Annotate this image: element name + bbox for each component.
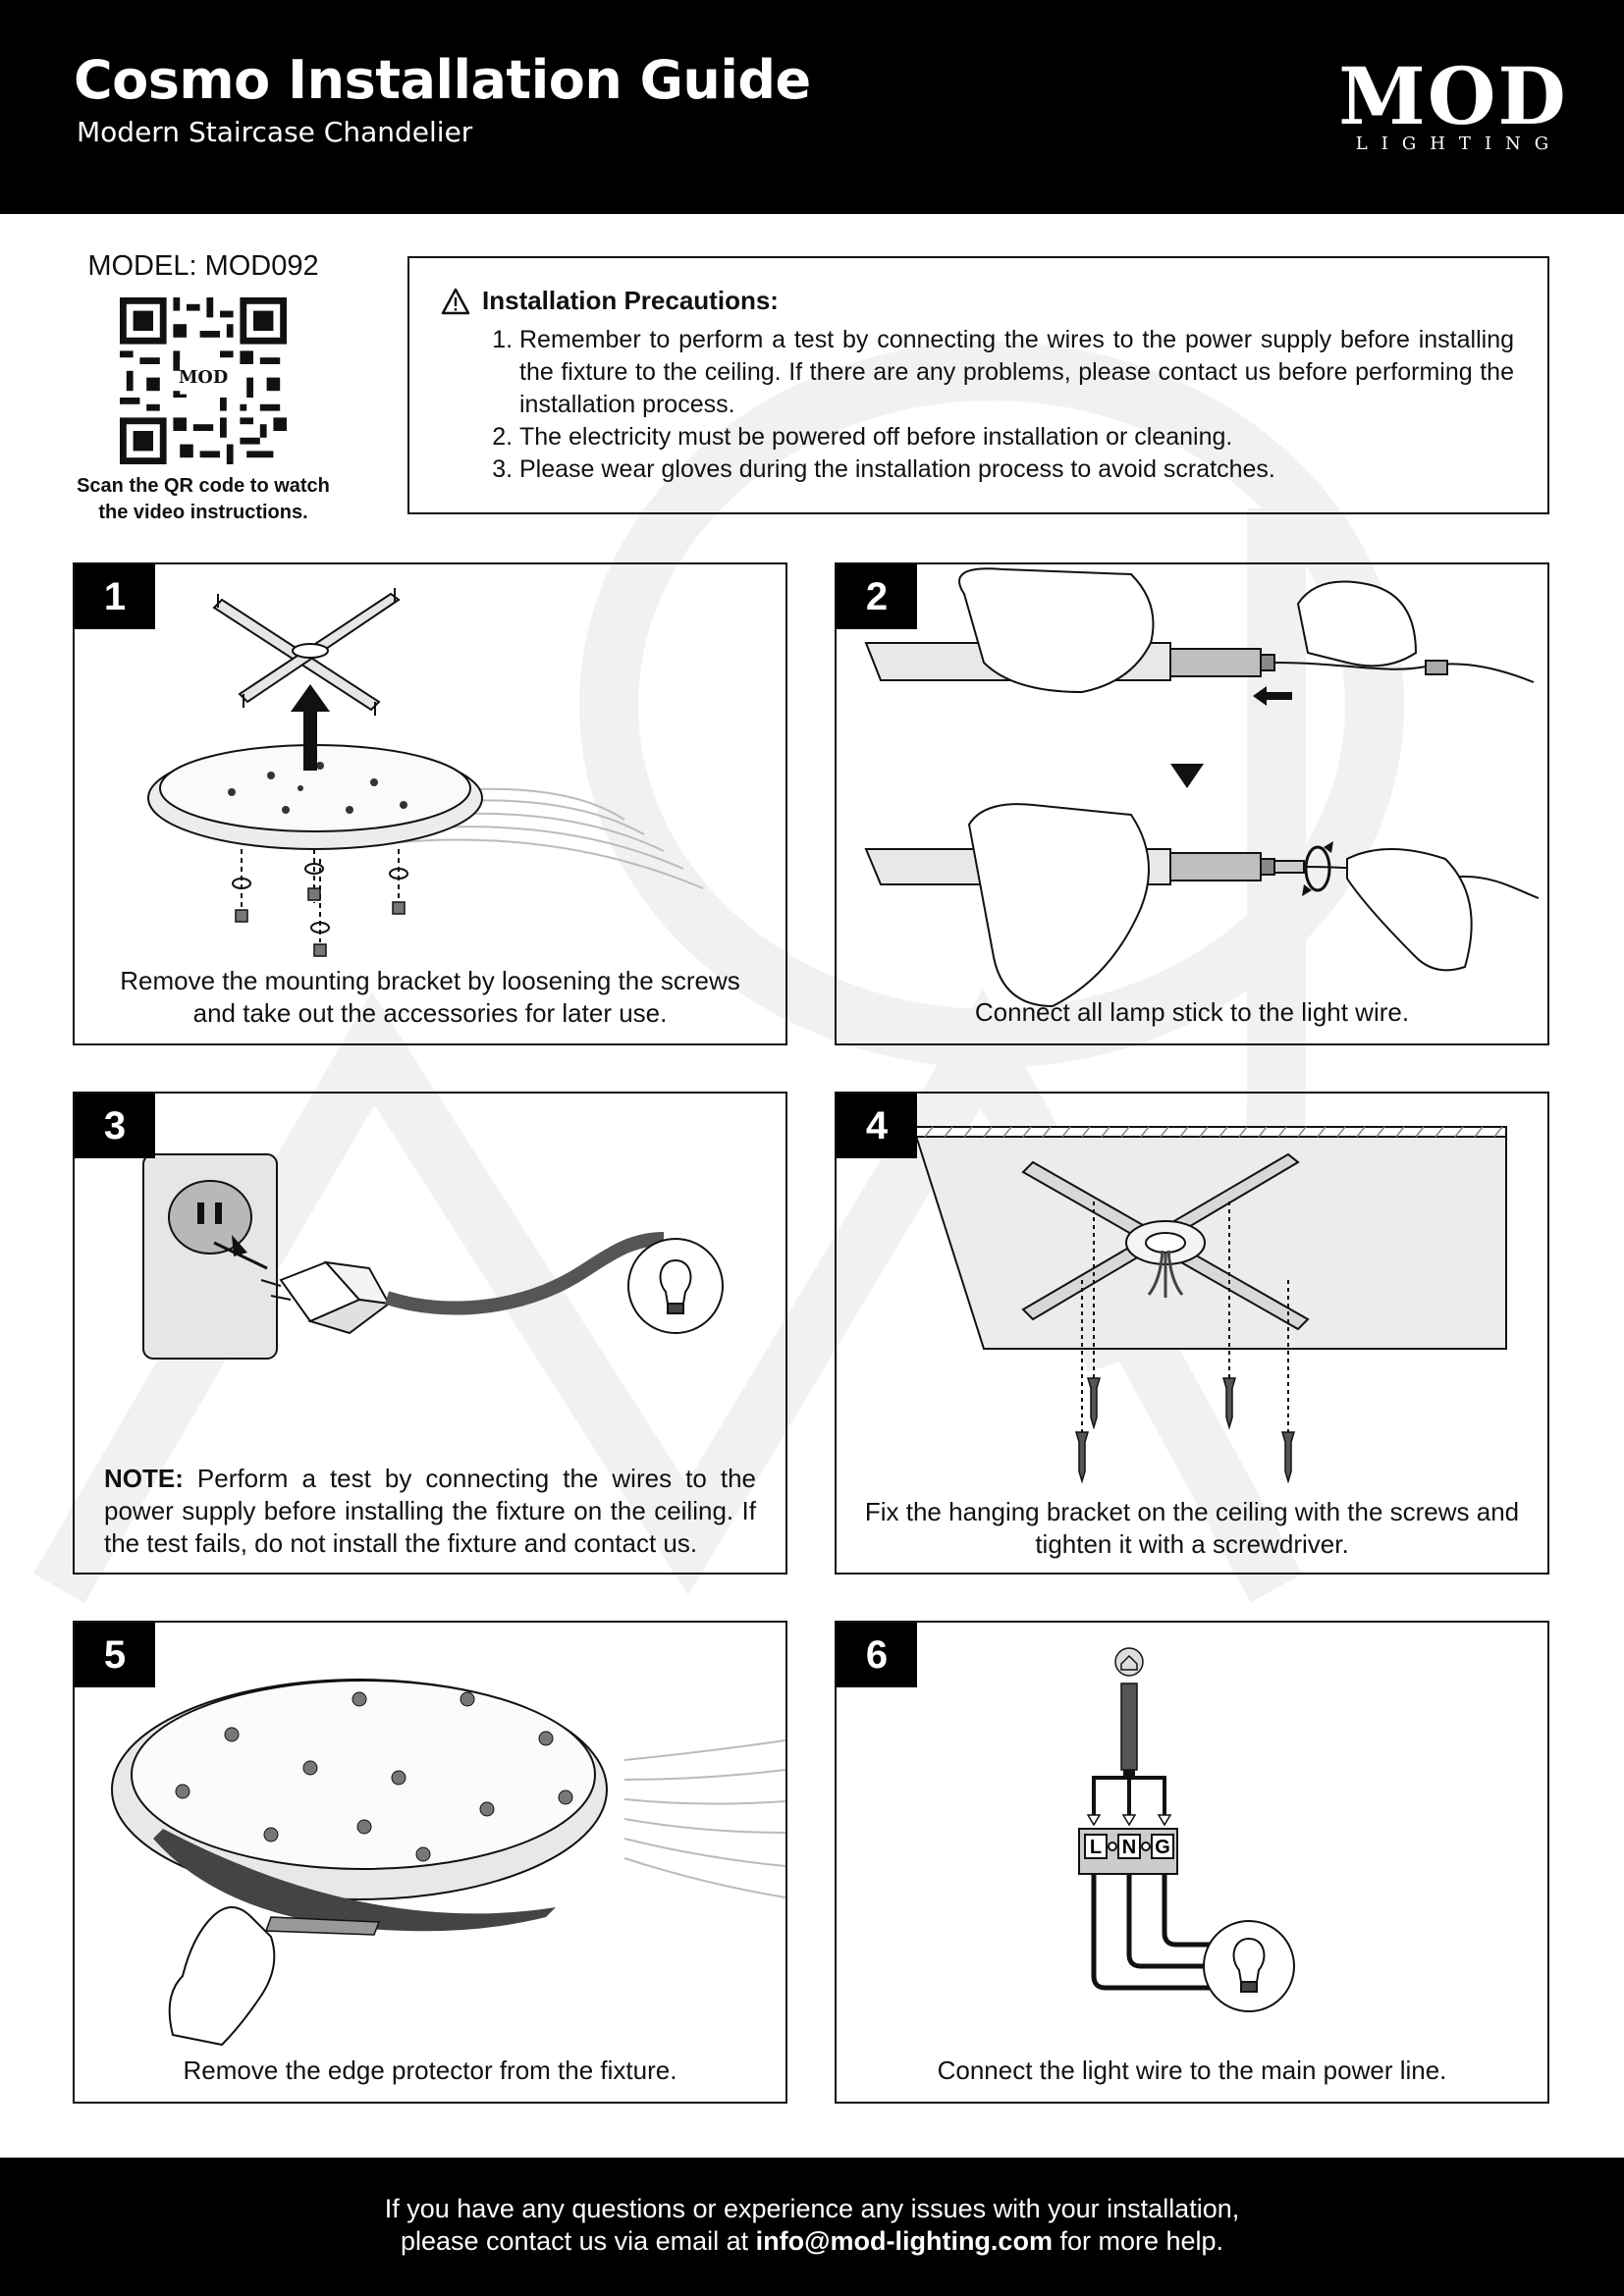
qr-caption-line-2: the video instructions. (51, 500, 355, 526)
lamp-stick-connection-illustration (837, 564, 1547, 1043)
precautions-heading: Installation Precautions: (441, 286, 1514, 316)
brand-logo: MOD LIGHTING (1335, 57, 1571, 154)
footer-line-2: please contact us via email at info@mod-… (0, 2225, 1624, 2258)
step-caption-line-2: and take out the accessories for later u… (92, 997, 768, 1030)
step-4-panel: 4 Fix the hanging bracket on the ceiling… (835, 1092, 1549, 1575)
step-number: 2 (837, 564, 917, 629)
page-subtitle: Modern Staircase Chandelier (77, 116, 472, 148)
step-3-panel: 3 NOTE: Perform a test by connecting the… (73, 1092, 787, 1575)
step-6-panel: L N G 6 Connect the light wire to the ma… (835, 1621, 1549, 2104)
step-number: 4 (837, 1094, 917, 1158)
footer-banner: If you have any questions or experience … (0, 2158, 1624, 2296)
edge-protector-illustration (75, 1623, 785, 2102)
step-number: 6 (837, 1623, 917, 1687)
step-caption-line-1: Fix the hanging bracket on the ceiling w… (854, 1496, 1530, 1528)
terminal-label-n: N (1122, 1837, 1136, 1858)
model-number: MODEL: MOD092 (61, 250, 346, 283)
footer-line-1: If you have any questions or experience … (0, 2193, 1624, 2225)
step-5-panel: 5 Remove the edge protector from the fix… (73, 1621, 787, 2104)
step-1-panel: 1 Remove the mounting bracket by looseni… (73, 562, 787, 1045)
support-email-link[interactable]: info@mod-lighting.com (756, 2226, 1053, 2256)
logo-wordmark: MOD (1335, 57, 1571, 135)
warning-icon (441, 288, 470, 315)
step-caption: Remove the edge protector from the fixtu… (92, 2055, 768, 2087)
step-caption-line-1: Remove the mounting bracket by loosening… (92, 965, 768, 997)
terminal-label-l: L (1090, 1837, 1102, 1858)
footer-line-2-suffix: for more help. (1053, 2226, 1223, 2256)
note-text: Perform a test by connecting the wires t… (104, 1464, 756, 1558)
house-icon (1115, 1648, 1143, 1676)
footer-line-2-prefix: please contact us via email at (401, 2226, 756, 2256)
precautions-title: Installation Precautions: (482, 286, 779, 316)
qr-code-icon[interactable]: MOD (120, 297, 287, 464)
logo-tagline: LIGHTING (1335, 133, 1571, 154)
step-number: 1 (75, 564, 155, 629)
header-banner: Cosmo Installation Guide Modern Staircas… (0, 0, 1624, 214)
step-caption: Fix the hanging bracket on the ceiling w… (854, 1496, 1530, 1561)
precaution-item: Remember to perform a test by connecting… (519, 324, 1514, 421)
page-title: Cosmo Installation Guide (74, 49, 811, 111)
note-label: NOTE: (104, 1464, 184, 1493)
step-caption: Connect all lamp stick to the light wire… (854, 996, 1530, 1029)
step-number: 5 (75, 1623, 155, 1687)
step-caption: Remove the mounting bracket by loosening… (92, 965, 768, 1030)
terminal-label-g: G (1155, 1837, 1170, 1858)
step-caption-line-2: tighten it with a screwdriver. (854, 1528, 1530, 1561)
precautions-list: Remember to perform a test by connecting… (441, 324, 1514, 486)
step-number: 3 (75, 1094, 155, 1158)
step-note: NOTE: Perform a test by connecting the w… (104, 1463, 756, 1560)
precautions-box: Installation Precautions: Remember to pe… (407, 256, 1549, 514)
svg-text:MOD: MOD (179, 367, 228, 388)
precaution-item: The electricity must be powered off befo… (519, 421, 1514, 454)
wiring-diagram-illustration: L N G (837, 1623, 1547, 2102)
step-caption: Connect the light wire to the main power… (854, 2055, 1530, 2087)
step-2-panel: 2 Connect all lamp stick to the light wi… (835, 562, 1549, 1045)
qr-caption: Scan the QR code to watch the video inst… (51, 473, 355, 526)
precaution-item: Please wear gloves during the installati… (519, 454, 1514, 486)
qr-caption-line-1: Scan the QR code to watch (51, 473, 355, 500)
